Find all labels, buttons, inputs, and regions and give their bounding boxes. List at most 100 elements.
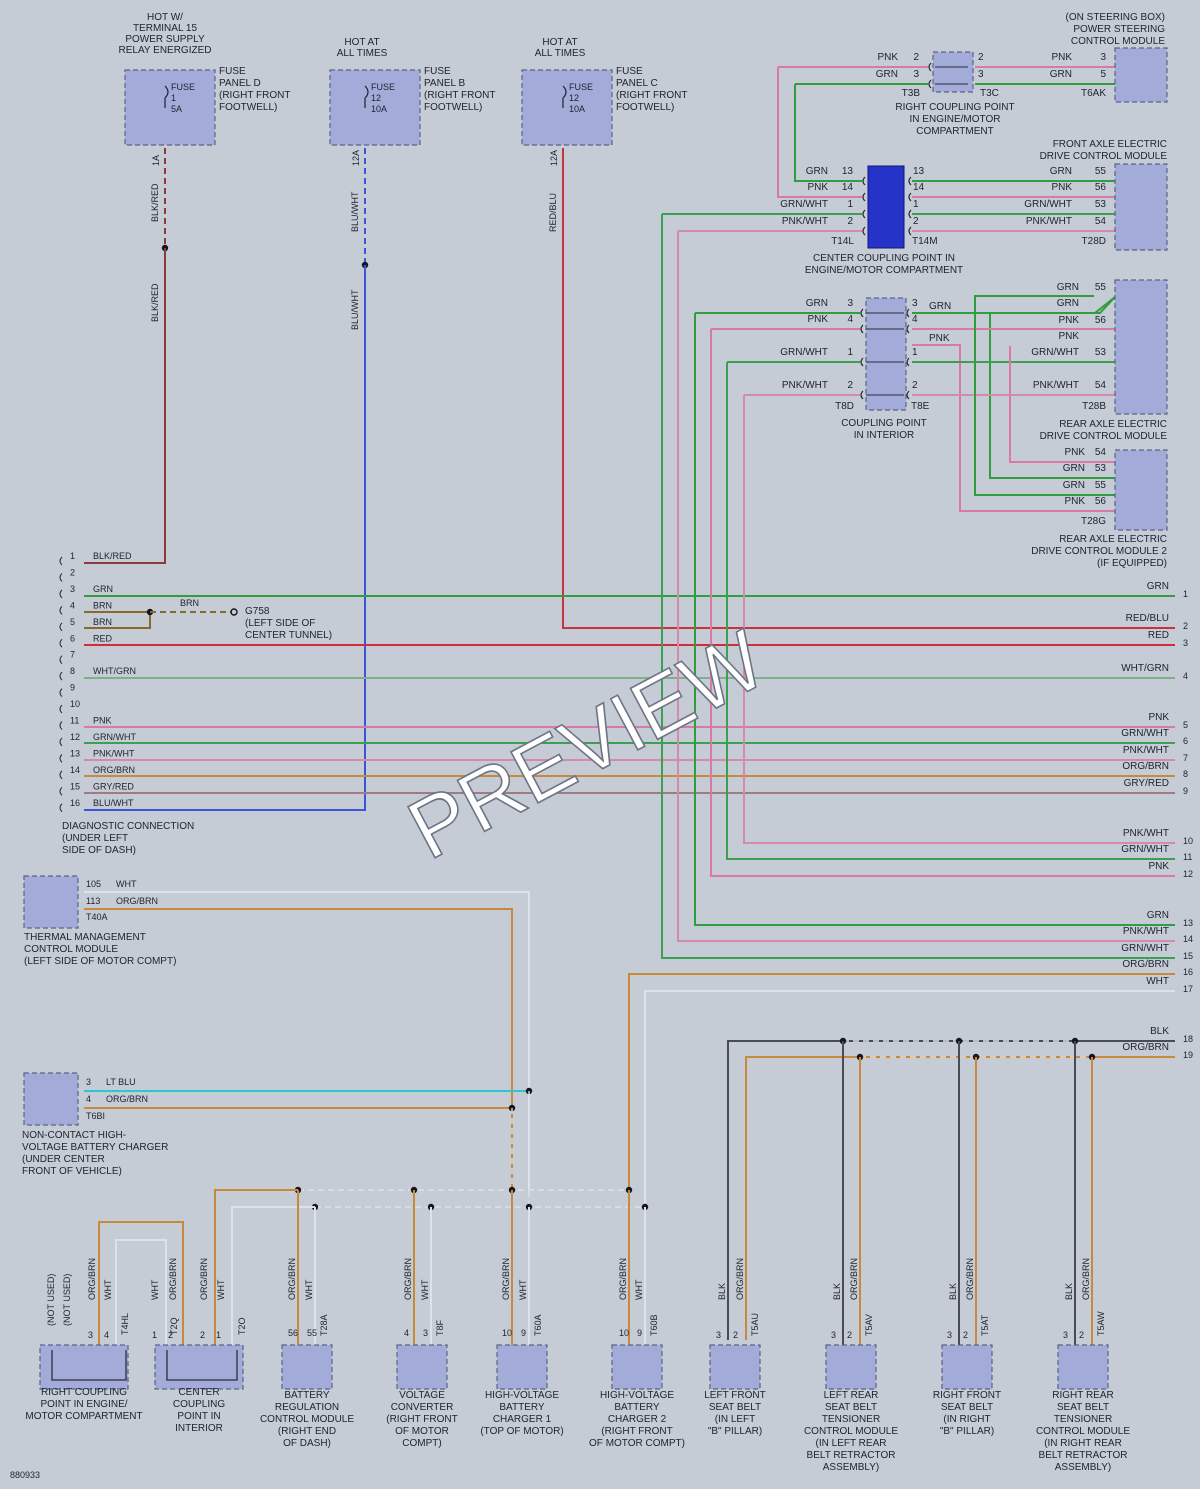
b0-t: T4HL [120, 1313, 130, 1335]
b1-pin-2: 2 [200, 1330, 205, 1340]
ref-col-7: PNK/WHT [1123, 745, 1169, 756]
b4-t: T60A [533, 1314, 543, 1336]
cc-t-mod: T28D [1082, 236, 1106, 247]
b6-t: T5AU [750, 1313, 760, 1336]
diag-pin-14: 14 [70, 765, 80, 775]
doc-id: 880933 [10, 1470, 40, 1480]
ref-num-17: 17 [1183, 984, 1193, 994]
wire-ref-16 [628, 973, 1175, 1190]
b9-pin-1: 2 [1079, 1330, 1084, 1340]
ra1-col-3: PNK [1058, 331, 1079, 342]
diag-pin-6: 6 [70, 633, 75, 643]
tm-col-1: ORG/BRN [116, 896, 158, 906]
diag-term-10 [59, 704, 63, 714]
ref-num-1: 1 [1183, 589, 1188, 599]
ref-col-18: BLK [1150, 1026, 1169, 1037]
diag-pin-7: 7 [70, 650, 75, 660]
wire-fuse-b-label-top: BLU/WHT [350, 191, 360, 232]
ps-rr-pin-0: 3 [1100, 52, 1106, 63]
ra1-col-1: GRN [1057, 298, 1079, 309]
b7-pin-1: 2 [847, 1330, 852, 1340]
cpi-r-term-2 [906, 357, 910, 367]
diag-term-11 [59, 721, 63, 730]
bottom-module-4 [496, 1344, 548, 1390]
cc-l-col-1: PNK [807, 182, 828, 193]
cc-m-pin-0: 55 [1095, 166, 1107, 177]
wire-ref-11 [726, 362, 1175, 860]
diag-term-13 [59, 754, 63, 763]
wire-ref-14 [677, 231, 1175, 942]
cc-l-term-3 [862, 226, 866, 236]
b4-pin-1: 9 [521, 1328, 526, 1338]
b8-pin-1: 2 [963, 1330, 968, 1340]
diag-pin-8: 8 [70, 666, 75, 676]
nc-module [23, 1072, 79, 1126]
cc-r-term-2 [908, 209, 912, 219]
cc-l-term-1 [862, 192, 866, 202]
diag-col-15: GRY/RED [93, 781, 134, 791]
ref-num-18: 18 [1183, 1034, 1193, 1044]
fuse-pin-0: 1A [151, 155, 161, 166]
ref-num-9: 9 [1183, 786, 1188, 796]
watermark-text: PREVIEW [393, 612, 779, 877]
bottom-module-2 [281, 1344, 333, 1390]
b6-col-0: BLK [717, 1283, 727, 1300]
ref-num-12: 12 [1183, 869, 1193, 879]
bottom-module-0 [39, 1344, 129, 1390]
ra2-pin-1: 53 [1095, 463, 1107, 474]
cc-m-col-2: GRN/WHT [1024, 199, 1072, 210]
ref-num-13: 13 [1183, 918, 1193, 928]
cpi-r-pin-0: 3 [912, 298, 918, 309]
b5-pin-1: 9 [637, 1328, 642, 1338]
wire-cc-pnk-l [777, 67, 862, 198]
diag-term-12 [59, 737, 63, 747]
wire-ref-13 [694, 313, 1175, 926]
ref-col-14: PNK/WHT [1123, 926, 1169, 937]
wire-fuse-b-bottom [84, 265, 366, 811]
b2-pin-0: 56 [288, 1328, 298, 1338]
cpi-l-term-0 [860, 308, 864, 318]
cpi-l-col-3: PNK/WHT [782, 380, 828, 391]
diag-pin-1: 1 [70, 551, 75, 561]
cc-l-pin-2: 1 [847, 199, 853, 210]
b4-col-1: WHT [518, 1279, 528, 1300]
ref-num-3: 3 [1183, 638, 1188, 648]
ref-num-10: 10 [1183, 836, 1193, 846]
diag-term-2 [59, 573, 63, 582]
diag-term-5 [59, 622, 63, 632]
ps-rr-pin-1: 5 [1100, 69, 1106, 80]
diag-pin-3: 3 [70, 584, 75, 594]
b8-col-1: ORG/BRN [965, 1258, 975, 1300]
diag-term-3 [59, 589, 63, 599]
ref-num-16: 16 [1183, 967, 1193, 977]
wire-ref-10 [743, 395, 1175, 844]
cc-l-term-2 [862, 209, 866, 219]
cc-l-col-0: GRN [806, 166, 828, 177]
b7-col-1: ORG/BRN [849, 1258, 859, 1300]
wires [59, 62, 1175, 1345]
diag-term-14 [59, 770, 63, 780]
cpi-r-col-0: GRN [929, 301, 951, 312]
diag-term-7 [59, 655, 63, 665]
cpi-r-pin-2: 1 [912, 347, 918, 358]
b8-t: T5AT [980, 1314, 990, 1336]
cpi-r-pin-3: 2 [912, 380, 918, 391]
cc-l-pin-1: 14 [842, 182, 854, 193]
cc-l-col-3: PNK/WHT [782, 216, 828, 227]
ra1-t: T28B [1082, 401, 1106, 412]
ref-num-7: 7 [1183, 753, 1188, 763]
wire-b1-orgbrn [214, 1189, 298, 1345]
ref-col-1: GRN [1147, 581, 1169, 592]
